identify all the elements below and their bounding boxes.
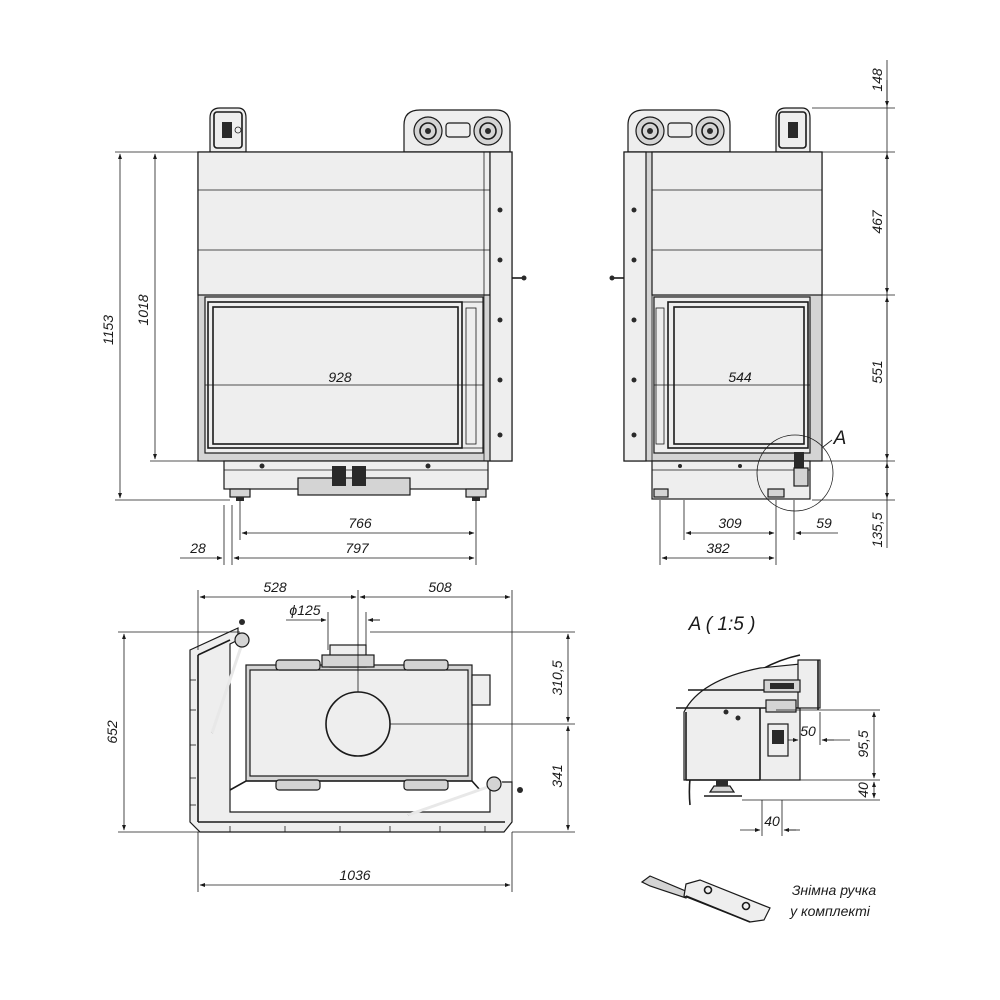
dim-side-bottom: 135,5 — [869, 512, 885, 547]
dim-detail-95-5: 95,5 — [855, 730, 871, 757]
dim-detail-50: 50 — [800, 723, 816, 739]
dim-side-upper: 467 — [869, 209, 885, 234]
dim-front-height-body: 1018 — [135, 294, 151, 325]
dim-top-width-total: 1036 — [339, 867, 370, 883]
top-frame-slots — [190, 679, 486, 832]
side-right-top-bracket — [775, 107, 811, 153]
dim-side-glass-height: 551 — [869, 360, 885, 383]
front-left-top-bracket — [209, 107, 247, 153]
dim-side-glass-width: 544 — [728, 369, 752, 385]
dim-top-depth-front: 310,5 — [549, 660, 565, 695]
dim-top-flue-diameter: ϕ125 — [289, 602, 320, 618]
side-left-strip-screws — [609, 207, 637, 438]
front-right-strip-screws — [497, 207, 527, 438]
dim-front-glass-width: 928 — [328, 369, 352, 385]
dim-top-depth-total: 652 — [104, 720, 120, 744]
dim-detail-40-horizontal: 40 — [764, 813, 780, 829]
side-left-top-bracket — [627, 109, 731, 153]
detail-a-title: A ( 1:5 ) — [688, 614, 756, 635]
side-view: A 148 467 551 135,5 544 309 59 382 — [609, 60, 895, 565]
side-glass-door — [653, 296, 811, 454]
front-glass-door — [204, 296, 484, 454]
dim-detail-40-vertical: 40 — [855, 782, 871, 798]
dim-front-height-total: 1153 — [100, 315, 116, 345]
dim-side-top-ext: 148 — [869, 68, 885, 92]
top-left-rod — [210, 619, 250, 734]
handle-caption-line2: у комплекті — [789, 903, 871, 919]
dim-front-base-outer: 797 — [345, 540, 370, 556]
handle-caption-line1: Знімна ручка — [792, 882, 877, 898]
detail-a-view: A ( 1:5 ) 95,5 40 50 — [676, 614, 880, 836]
dim-side-base-outer: 382 — [706, 540, 730, 556]
dim-top-width-right: 508 — [428, 579, 452, 595]
front-base — [223, 460, 489, 501]
dim-front-base-inner: 766 — [348, 515, 372, 531]
dim-top-depth-back: 341 — [549, 764, 565, 787]
top-right-rod — [407, 776, 523, 817]
top-view: 528 508 ϕ125 652 310,5 341 1036 — [104, 579, 575, 892]
front-view: 1153 1018 928 766 797 28 — [100, 107, 527, 565]
dim-front-foot-offset: 28 — [189, 540, 206, 556]
detail-a-marker: A — [833, 428, 847, 449]
front-right-top-bracket — [403, 109, 511, 153]
dim-side-base-inner: 309 — [718, 515, 742, 531]
detail-a-circle — [756, 434, 834, 512]
dim-side-offset: 59 — [816, 515, 832, 531]
removable-handle: Знімна ручка у комплекті — [640, 875, 877, 923]
side-base — [651, 452, 811, 500]
dim-top-width-left: 528 — [263, 579, 287, 595]
